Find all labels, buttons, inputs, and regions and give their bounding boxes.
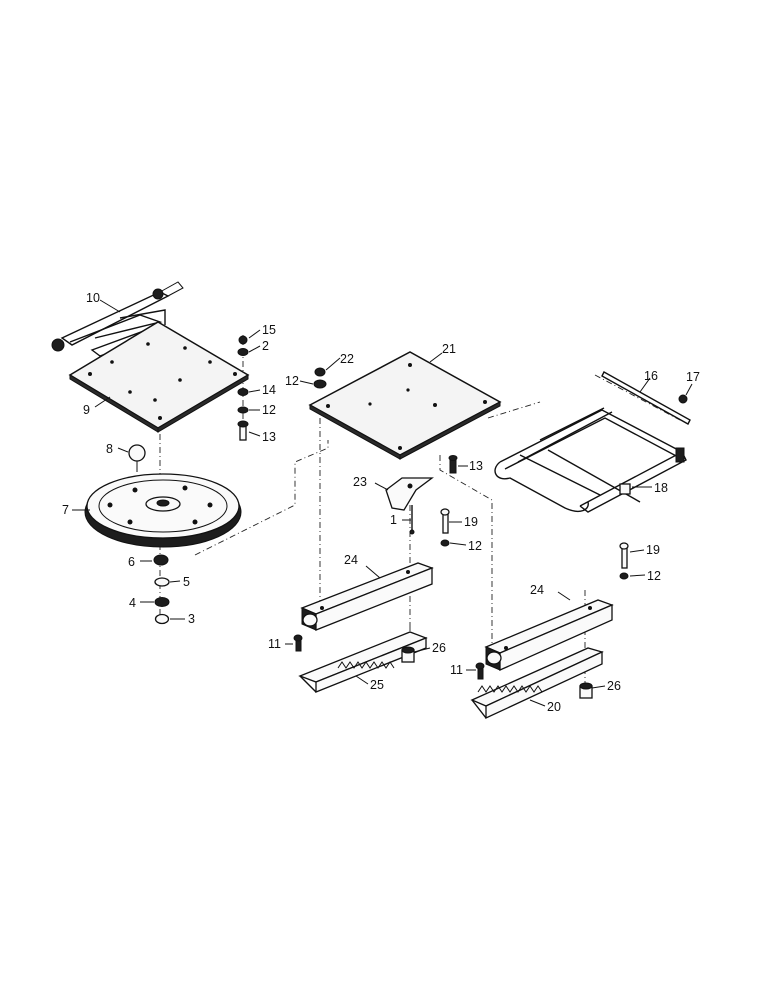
part-16-rod [601, 371, 691, 425]
callout-12-d: 12 [647, 569, 661, 583]
callout-25: 25 [370, 678, 384, 692]
part-21-seat-plate [308, 351, 502, 460]
callout-6: 6 [128, 555, 135, 569]
callout-24-b: 24 [530, 583, 544, 597]
callout-9: 9 [83, 403, 90, 417]
callout-leaders [72, 299, 693, 707]
callout-20: 20 [547, 700, 561, 714]
part-18-frame [494, 407, 687, 513]
callout-2: 2 [262, 339, 269, 353]
callout-19-b: 19 [646, 543, 660, 557]
callout-24-a: 24 [344, 553, 358, 567]
callout-12-b: 12 [285, 374, 299, 388]
callout-labels: 10 9 7 8 6 5 4 3 15 2 14 12 13 22 12 21 … [62, 291, 700, 714]
callout-13-a: 13 [262, 430, 276, 444]
callout-17: 17 [686, 370, 700, 384]
callout-5: 5 [183, 575, 190, 589]
callout-1: 1 [390, 513, 397, 527]
callout-11-b: 11 [450, 663, 463, 677]
callout-21: 21 [442, 342, 456, 356]
part-9-upper-plate [68, 321, 250, 433]
callout-3: 3 [188, 612, 195, 626]
callout-14: 14 [262, 383, 276, 397]
center-bolts [409, 505, 450, 547]
part-8-knob [128, 444, 146, 472]
callout-15: 15 [262, 323, 276, 337]
callout-23: 23 [353, 475, 367, 489]
right-slide-rail [475, 542, 629, 680]
callout-13-b: 13 [469, 459, 483, 473]
hub-hardware-stack [153, 554, 170, 625]
callout-26-a: 26 [432, 641, 446, 655]
part-13-bolt-right [448, 455, 458, 474]
part-23-bracket [385, 477, 434, 511]
callout-4: 4 [129, 596, 136, 610]
callout-12-a: 12 [262, 403, 276, 417]
callout-26-b: 26 [607, 679, 621, 693]
callout-18: 18 [654, 481, 668, 495]
callout-7: 7 [62, 503, 69, 517]
callout-10: 10 [86, 291, 100, 305]
callout-11-a: 11 [268, 637, 281, 651]
plate-21-nuts [313, 367, 327, 389]
callout-22: 22 [340, 352, 354, 366]
part-7-turntable-disc [84, 473, 242, 548]
left-toothed-rail [298, 631, 428, 693]
left-slide-rail [293, 562, 434, 652]
plate-9-hardware [237, 335, 249, 441]
callout-12-c: 12 [468, 539, 482, 553]
callout-8: 8 [106, 442, 113, 456]
callout-16: 16 [644, 369, 658, 383]
callout-19-a: 19 [464, 515, 478, 529]
right-toothed-rail [470, 647, 604, 720]
